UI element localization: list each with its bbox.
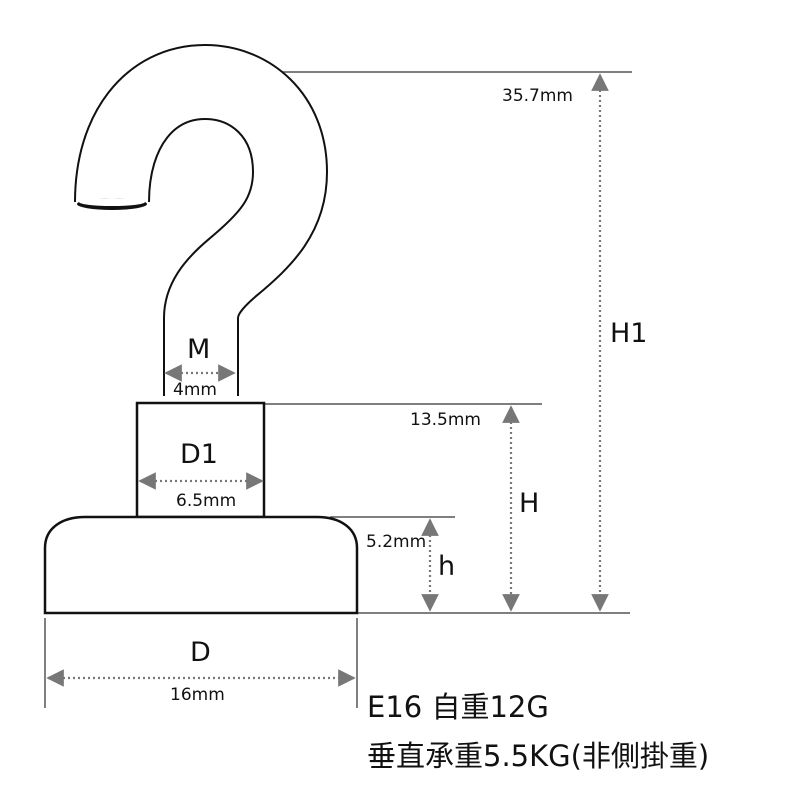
label-H: H bbox=[519, 488, 539, 519]
collar-body bbox=[135, 401, 266, 519]
value-M: 4mm bbox=[173, 380, 217, 400]
value-h: 5.2mm bbox=[366, 532, 426, 552]
magnet-base bbox=[43, 515, 359, 615]
value-H: 13.5mm bbox=[410, 410, 481, 430]
hook bbox=[74, 44, 328, 397]
caption-model-weight: E16 自重12G bbox=[367, 690, 549, 724]
value-D: 16mm bbox=[170, 685, 225, 705]
label-D1: D1 bbox=[180, 439, 218, 470]
value-D1: 6.5mm bbox=[176, 491, 236, 511]
label-h: h bbox=[438, 551, 455, 582]
caption-load-capacity: 垂直承重5.5KG(非側掛重) bbox=[367, 739, 710, 773]
dimension-lines bbox=[46, 73, 609, 687]
label-D: D bbox=[190, 637, 211, 668]
label-M: M bbox=[187, 334, 210, 365]
label-H1: H1 bbox=[610, 318, 647, 349]
value-H1: 35.7mm bbox=[502, 86, 573, 106]
extension-lines bbox=[44, 71, 632, 708]
